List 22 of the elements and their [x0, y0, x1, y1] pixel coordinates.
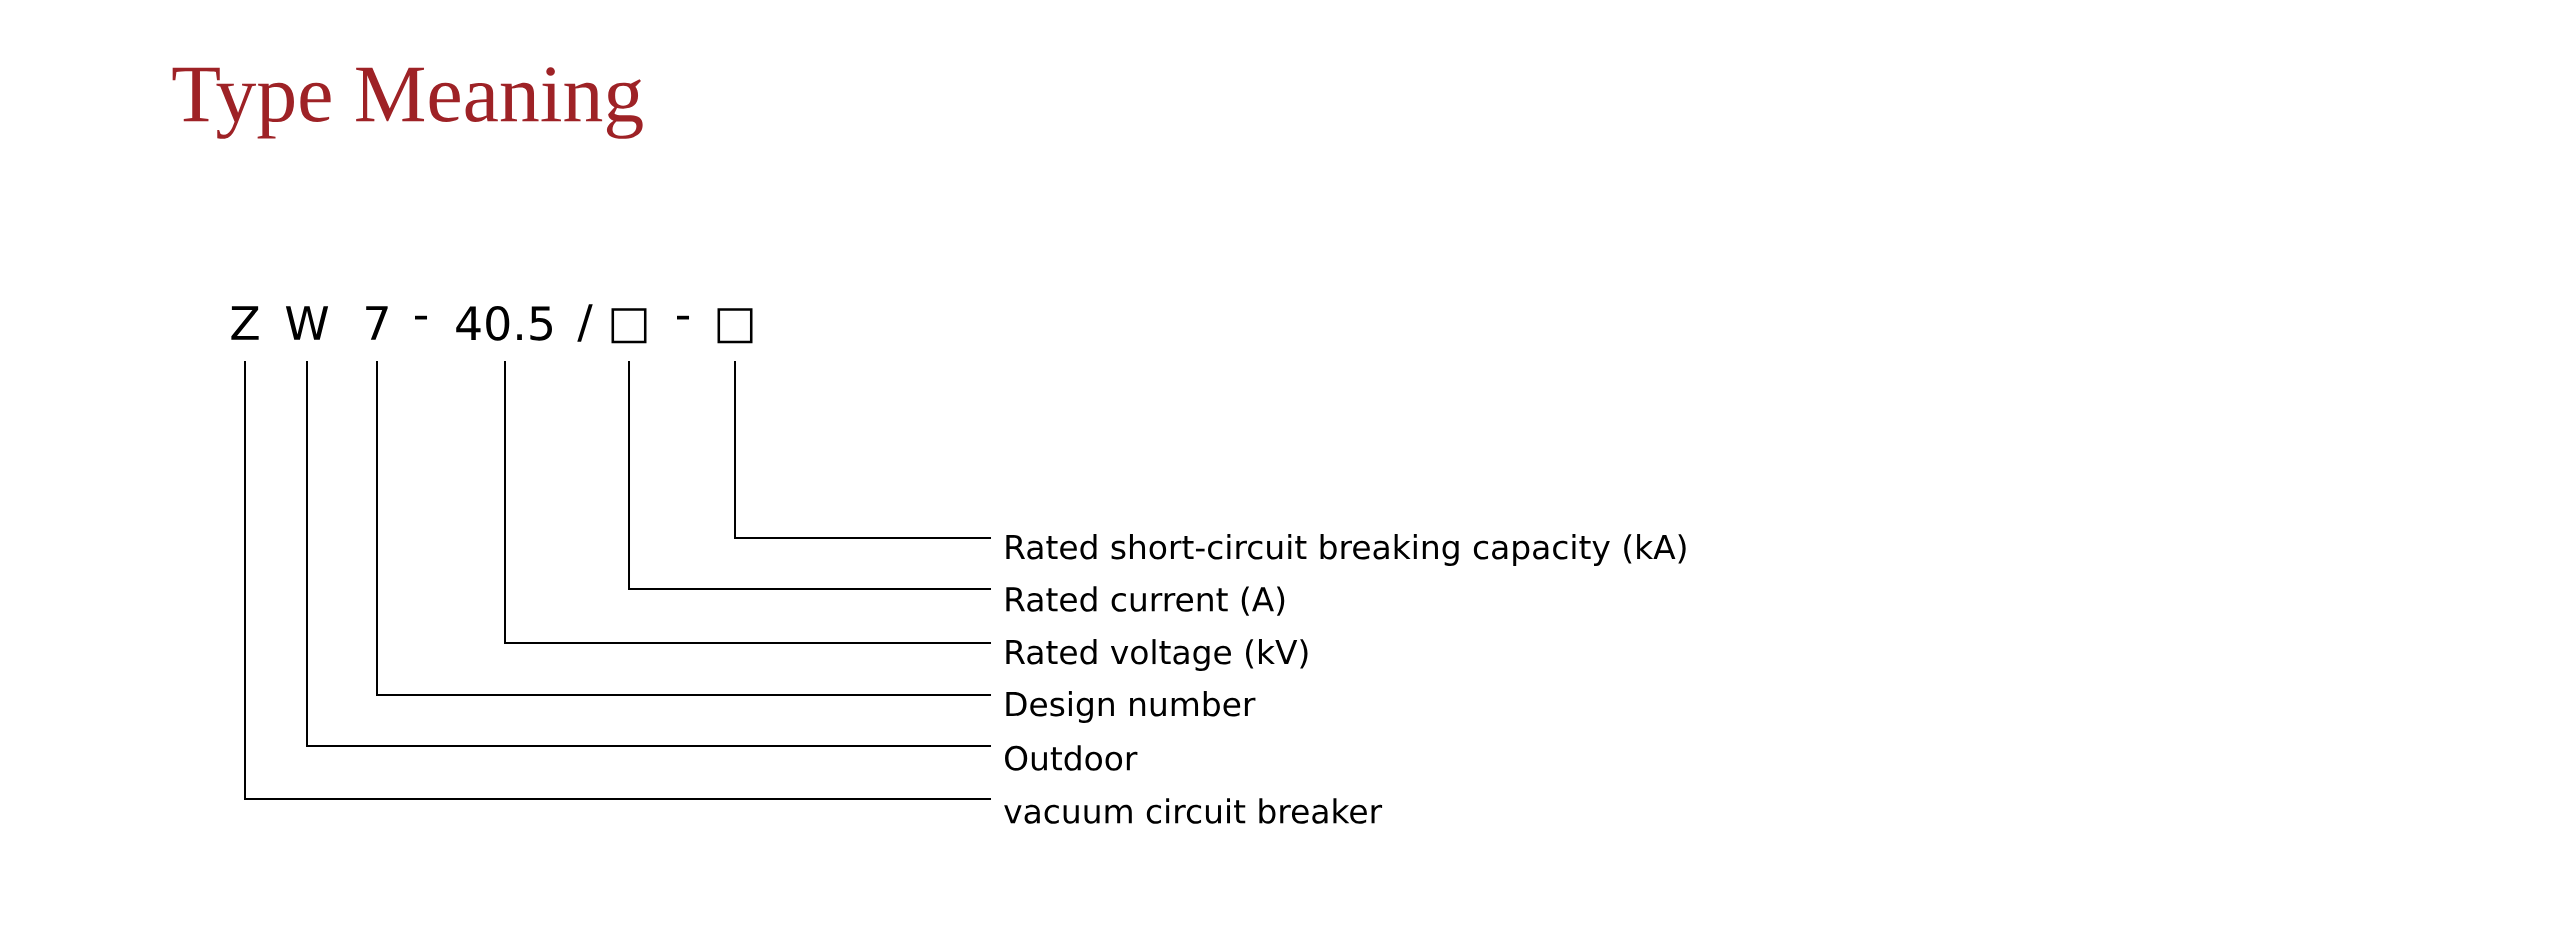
leader-line — [504, 360, 992, 645]
separator-symbol: - — [677, 315, 690, 320]
code-letter: □ — [717, 308, 753, 344]
code-letter: 40.5 — [456, 306, 552, 341]
leader-line — [306, 360, 992, 748]
separator-symbol: / — [577, 304, 593, 342]
leader-line — [734, 360, 992, 540]
code-letter: 7 — [366, 306, 388, 340]
description-text: Rated short-circuit breaking capacity (kA) — [1006, 534, 1686, 566]
description-text: Design number — [1006, 691, 1256, 723]
leader-line — [628, 360, 992, 591]
code-letter: Z — [231, 306, 259, 340]
description-text: Outdoor — [1005, 745, 1138, 771]
leader-line — [244, 360, 992, 801]
description-text: vacuum circuit breaker — [1004, 798, 1383, 824]
code-letter: W — [285, 306, 329, 340]
code-letter: □ — [611, 308, 647, 344]
leader-line — [376, 360, 992, 697]
description-text: Rated current (A) — [1006, 586, 1285, 616]
separator-symbol: - — [414, 315, 428, 320]
title: Type Meaning — [172, 67, 643, 139]
description-text: Rated voltage (kV) — [1006, 639, 1308, 671]
